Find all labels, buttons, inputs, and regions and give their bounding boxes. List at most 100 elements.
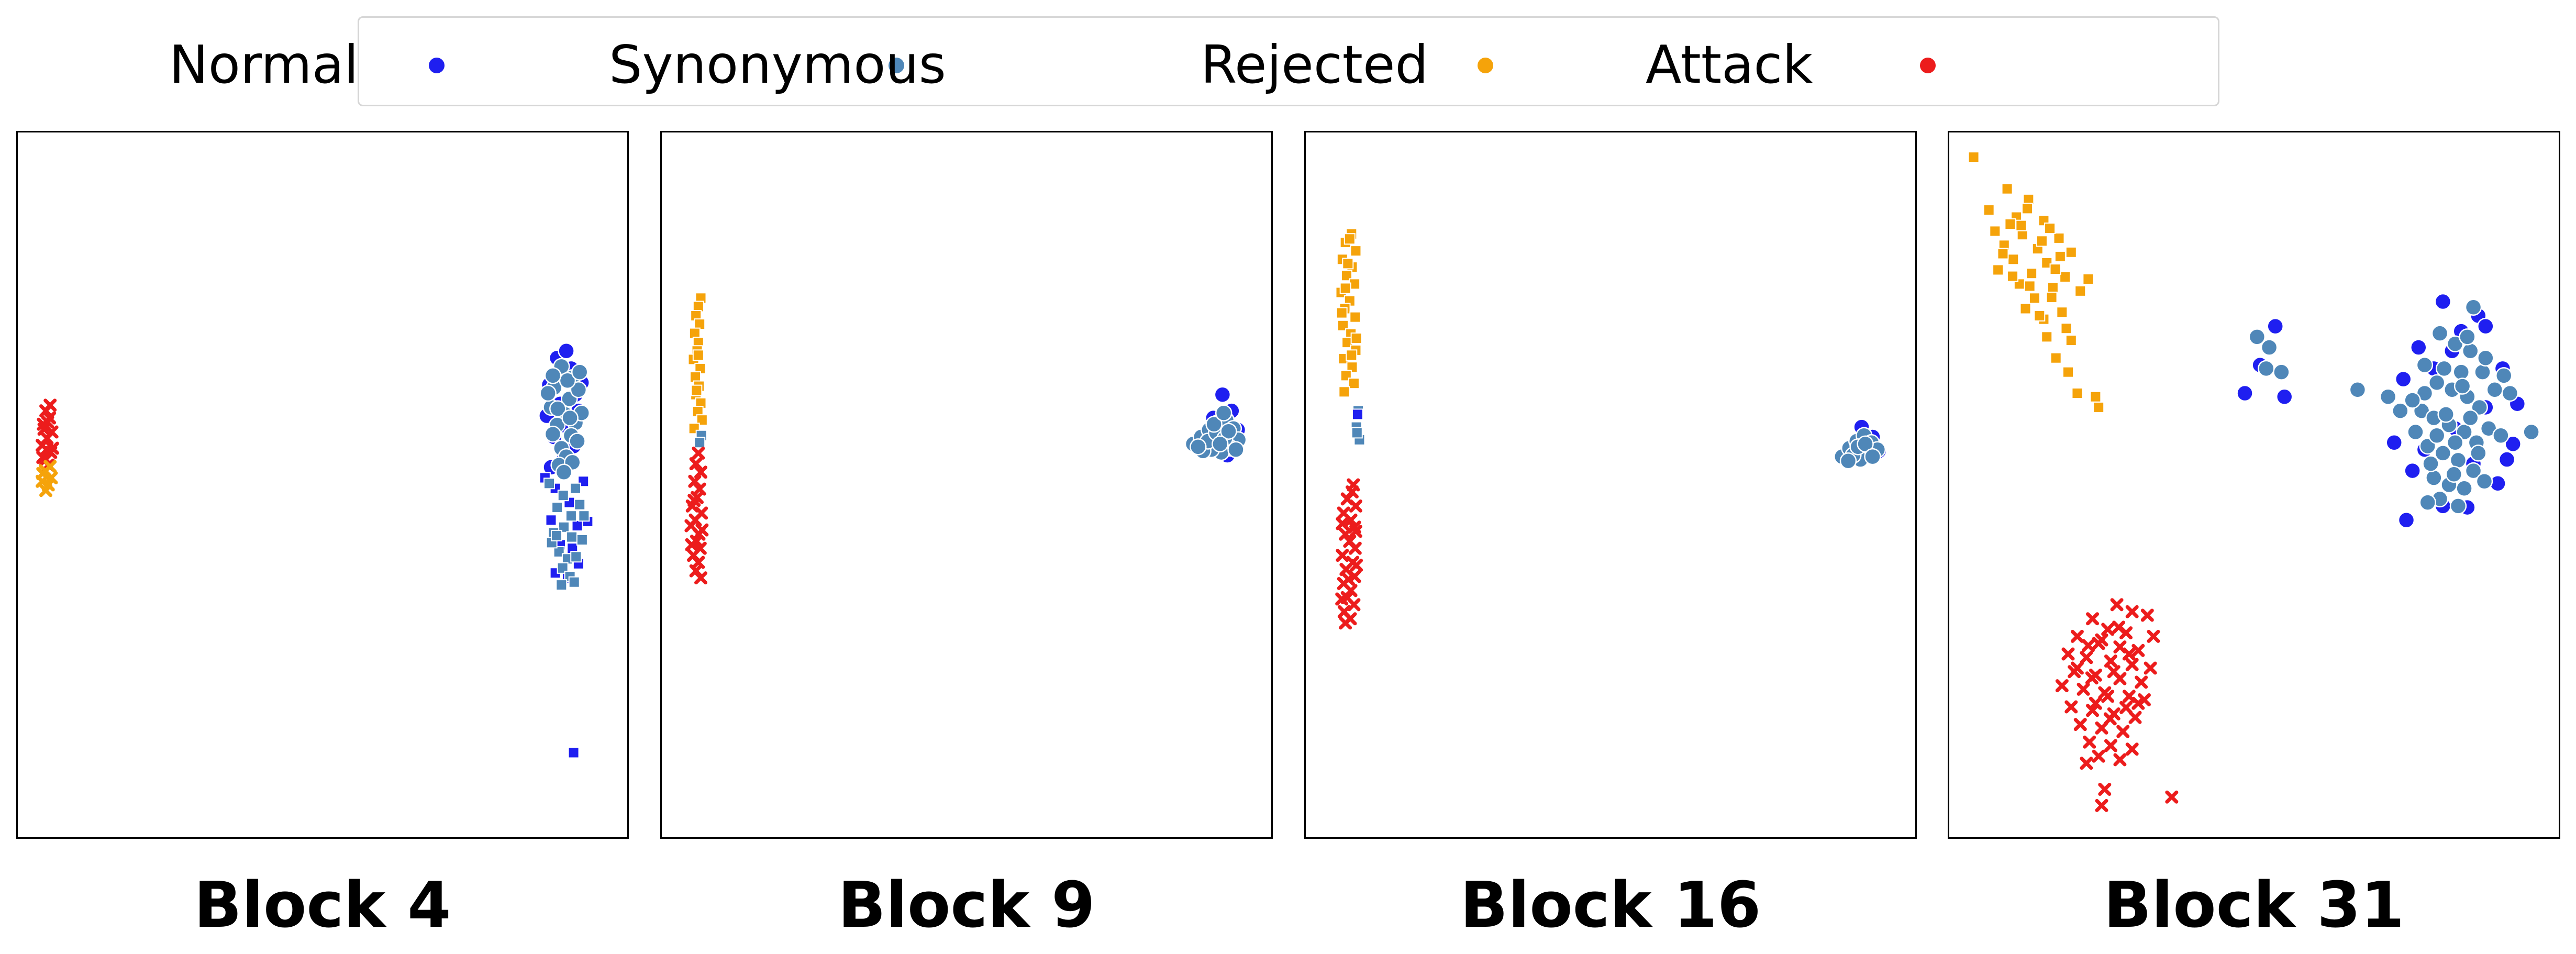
legend-marker-icon <box>889 58 904 73</box>
series-attack-x <box>684 446 709 585</box>
data-point <box>1336 549 1349 562</box>
data-point <box>2070 629 2084 643</box>
data-point <box>555 463 573 481</box>
data-point <box>2070 661 2084 675</box>
data-point <box>570 381 587 398</box>
data-point <box>37 423 51 436</box>
series-rejected-square <box>687 292 708 435</box>
data-point <box>1349 499 1362 513</box>
series-synonymous-circle <box>1184 404 1247 461</box>
data-point <box>2065 335 2077 347</box>
series-synonymous-circle <box>2248 298 2540 515</box>
data-point <box>694 465 707 479</box>
data-point <box>2073 718 2087 731</box>
data-point <box>2054 250 2066 262</box>
data-point <box>2498 451 2516 468</box>
data-point <box>2101 690 2115 703</box>
data-point <box>2089 696 2102 710</box>
data-point <box>2085 671 2098 685</box>
data-point <box>1347 598 1361 612</box>
data-point <box>549 400 567 417</box>
data-point <box>2041 331 2053 343</box>
data-point <box>2062 366 2074 378</box>
legend-label: Rejected <box>1201 34 1429 95</box>
data-point <box>41 415 54 429</box>
data-point <box>1340 270 1352 282</box>
data-point <box>689 457 703 471</box>
series-synonymous-square <box>543 478 590 591</box>
data-point <box>1343 233 1356 245</box>
data-point <box>1339 616 1352 630</box>
data-point <box>1336 517 1349 530</box>
data-point <box>685 538 698 551</box>
data-point <box>571 363 589 381</box>
scatter-plot-area <box>684 292 1247 585</box>
data-point <box>1220 423 1237 440</box>
data-point <box>2024 280 2036 292</box>
data-point <box>2081 639 2095 652</box>
data-point <box>2028 292 2040 304</box>
data-point <box>2055 679 2069 693</box>
data-point <box>2044 223 2056 235</box>
data-point <box>2416 356 2434 374</box>
data-point <box>1215 404 1233 421</box>
data-point <box>691 384 703 396</box>
data-point <box>2394 370 2412 388</box>
data-point <box>2404 392 2421 409</box>
data-point <box>2135 675 2148 689</box>
data-point <box>578 510 590 522</box>
data-point <box>2474 363 2491 381</box>
data-point <box>2492 427 2510 445</box>
data-point <box>2464 462 2482 480</box>
data-point <box>576 534 588 546</box>
series-attack-x <box>36 398 59 472</box>
series-rejected-square <box>1968 151 2105 413</box>
data-point <box>557 562 569 574</box>
data-point <box>1350 245 1362 257</box>
scatter-panel-block-9 <box>660 131 1273 839</box>
scatter-plot-area <box>1335 228 1887 630</box>
data-point <box>2248 328 2266 346</box>
data-point <box>1342 258 1354 270</box>
scatter-panel-block-31 <box>1948 131 2560 839</box>
data-point <box>569 432 586 450</box>
data-point <box>2125 742 2139 756</box>
data-point <box>2074 285 2086 297</box>
data-point <box>1351 408 1363 420</box>
data-point <box>2095 633 2108 647</box>
data-point <box>1227 441 1245 458</box>
data-point <box>2422 455 2439 472</box>
data-point <box>2110 598 2124 612</box>
data-point <box>2065 246 2077 258</box>
data-point <box>2385 434 2403 451</box>
data-point <box>571 520 583 532</box>
data-point <box>1211 435 1229 453</box>
panel-title: Block 9 <box>838 869 1095 942</box>
data-point <box>2267 317 2284 335</box>
data-point <box>2349 381 2367 398</box>
data-point <box>692 446 705 460</box>
data-point <box>2404 462 2421 480</box>
data-point <box>2015 219 2027 231</box>
data-point <box>2046 291 2058 303</box>
data-point <box>1348 570 1361 583</box>
data-point <box>2260 339 2278 356</box>
data-point <box>1348 541 1362 555</box>
data-point <box>2026 268 2038 280</box>
data-point <box>1344 513 1358 527</box>
data-point <box>551 502 563 514</box>
data-point <box>2258 360 2275 378</box>
data-point <box>2103 712 2117 726</box>
data-point <box>1205 415 1223 433</box>
data-point <box>2041 257 2053 269</box>
data-point <box>2082 273 2094 285</box>
data-point <box>2056 306 2068 318</box>
data-point <box>2059 271 2071 283</box>
data-point <box>2131 644 2145 657</box>
data-point <box>1839 452 1857 470</box>
data-point <box>39 484 53 497</box>
data-point <box>1190 438 1207 456</box>
data-point <box>2504 435 2522 453</box>
legend-label: Normal <box>169 34 359 95</box>
